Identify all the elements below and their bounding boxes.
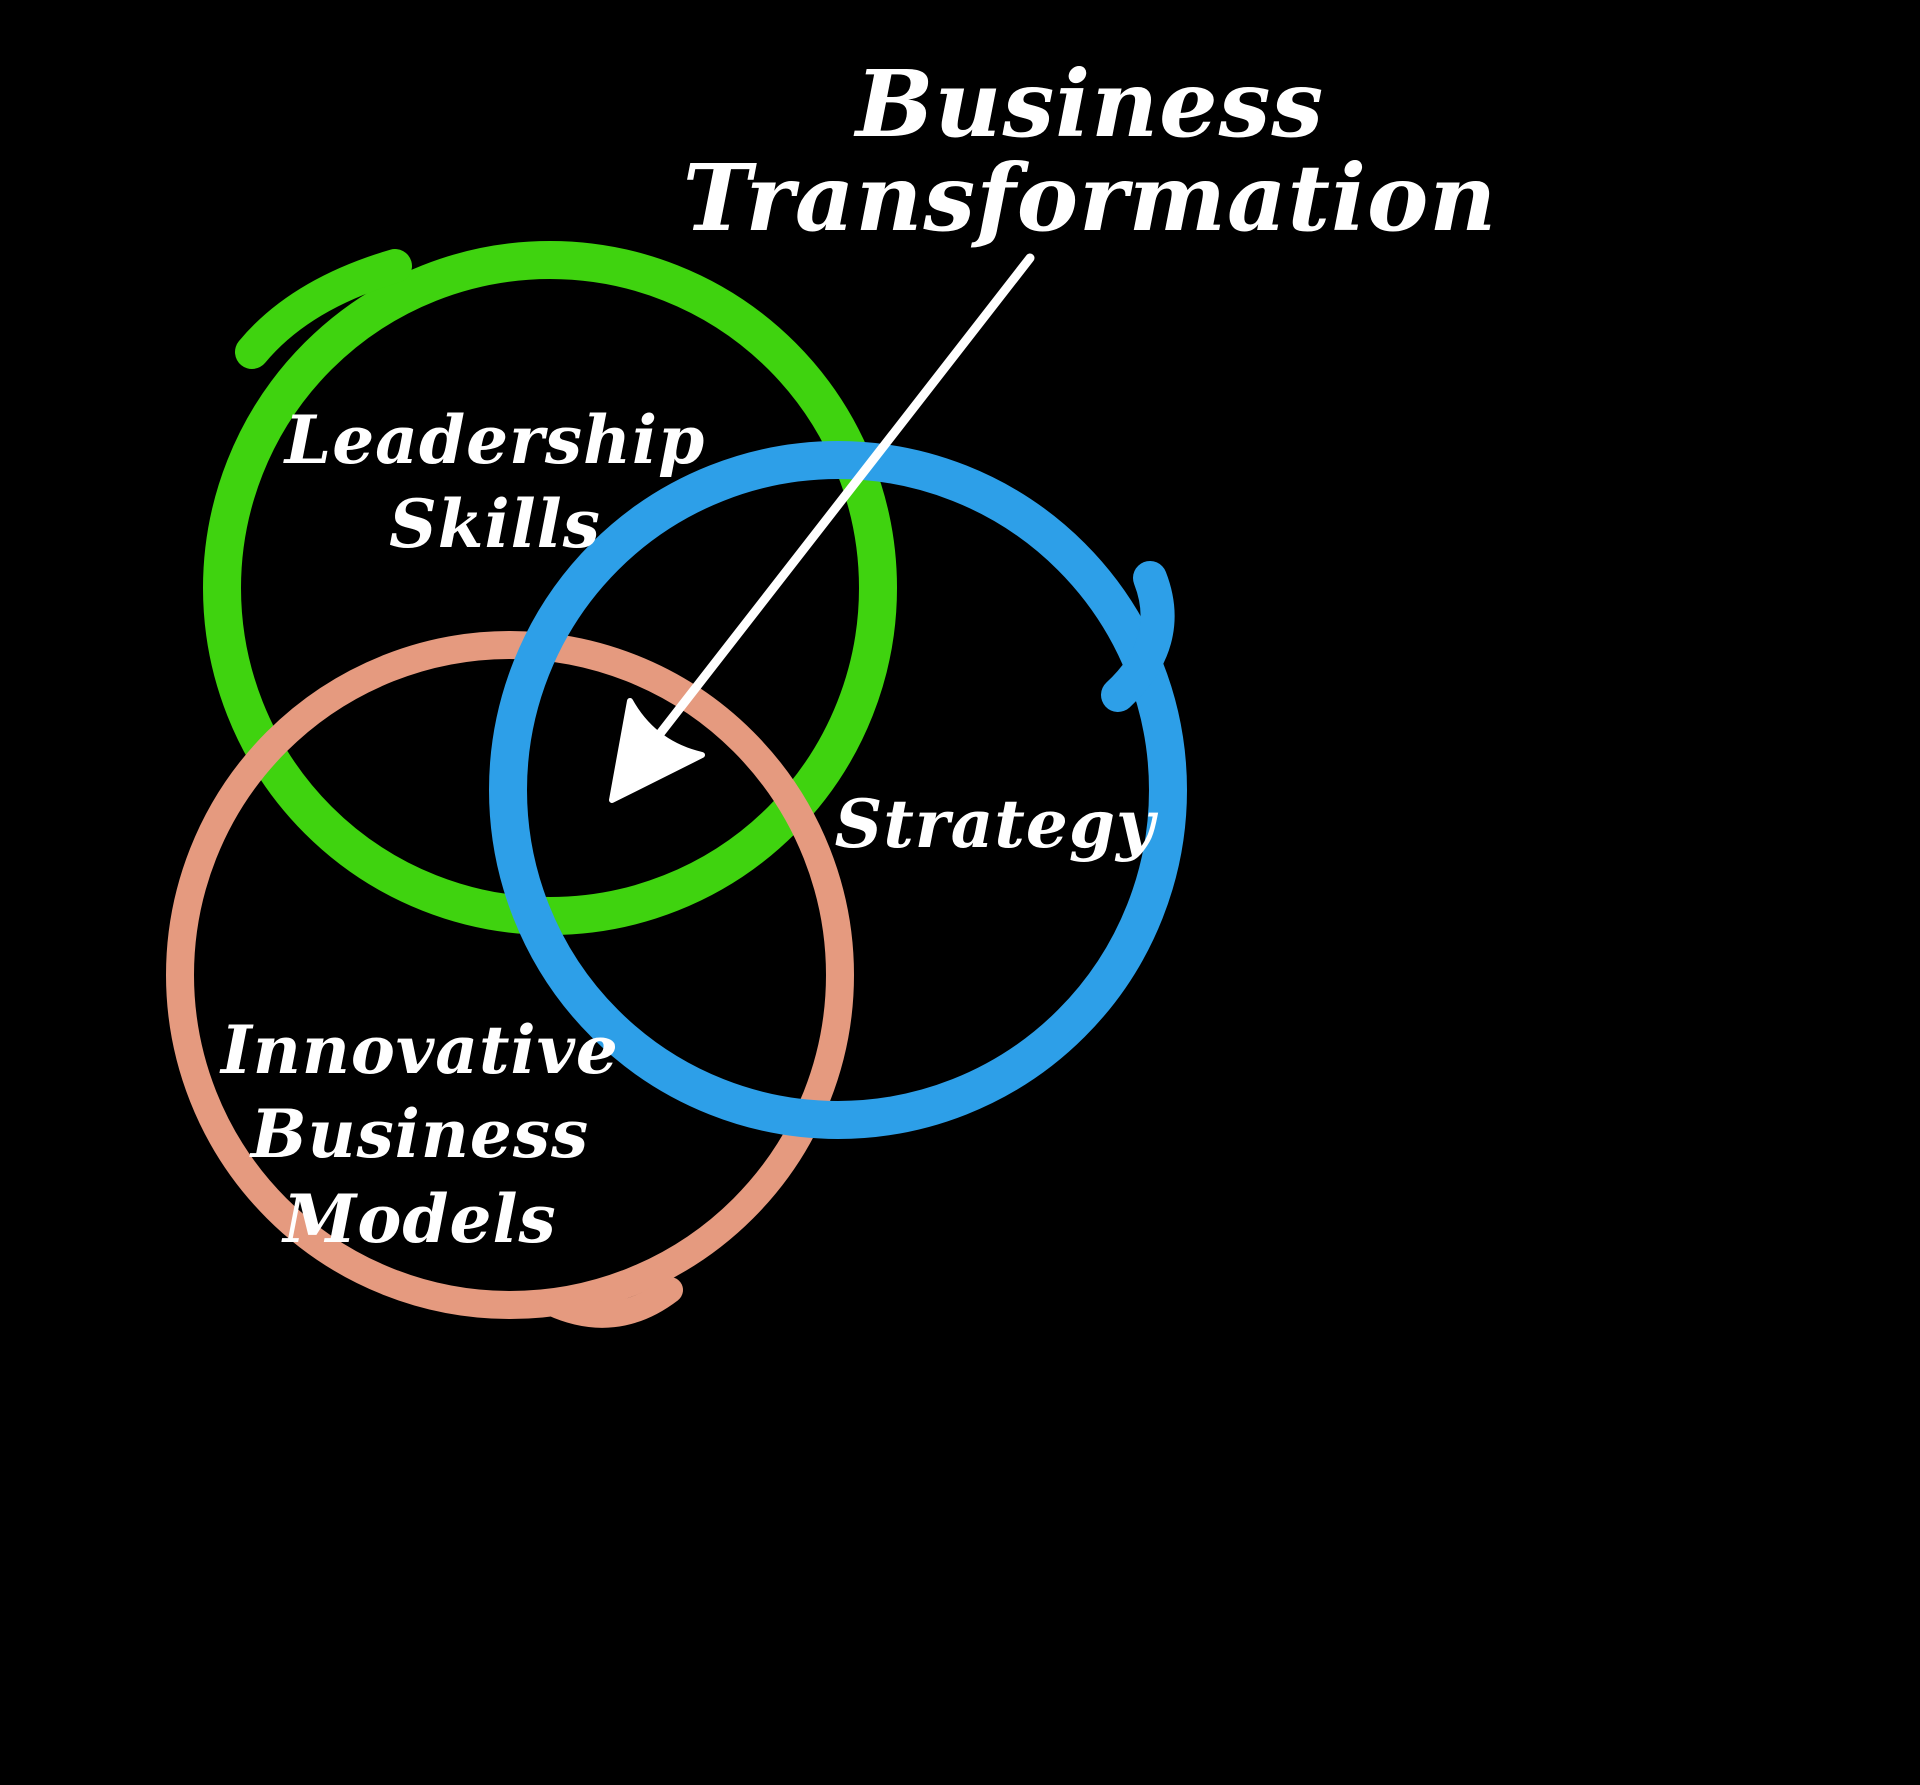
strategy-circle-ring (489, 441, 1187, 1139)
title-arrowhead-icon (609, 698, 705, 803)
innovative-label: Innovative Business Models (160, 1008, 680, 1261)
innovative-label-line3: Models (283, 1179, 557, 1258)
leadership-circle-stroke-tail (235, 249, 412, 369)
innovative-circle-ring (166, 631, 854, 1319)
diagram-title: Business Transformation (620, 50, 1560, 252)
innovative-label-line1: Innovative (221, 1011, 619, 1089)
strategy-label: Strategy (790, 782, 1200, 866)
strategy-circle (489, 441, 1187, 1139)
leadership-label-line1: Leadership (284, 401, 706, 479)
strategy-circle-stroke-tail (1101, 561, 1175, 712)
diagram-title-line1: Business (855, 50, 1325, 158)
strategy-label-line1: Strategy (834, 785, 1156, 863)
title-arrow-shaft (647, 253, 1035, 749)
title-arrow (609, 253, 1035, 803)
innovative-circle (166, 631, 854, 1328)
innovative-circle-stroke-tail (539, 1277, 683, 1328)
innovative-label-line2: Business (250, 1095, 590, 1174)
diagram-title-line2: Transformation (682, 143, 1498, 252)
leadership-circle-ring (203, 241, 897, 935)
leadership-label-line2: Skills (389, 485, 601, 564)
leadership-label: Leadership Skills (235, 398, 755, 567)
leadership-circle (203, 241, 897, 935)
